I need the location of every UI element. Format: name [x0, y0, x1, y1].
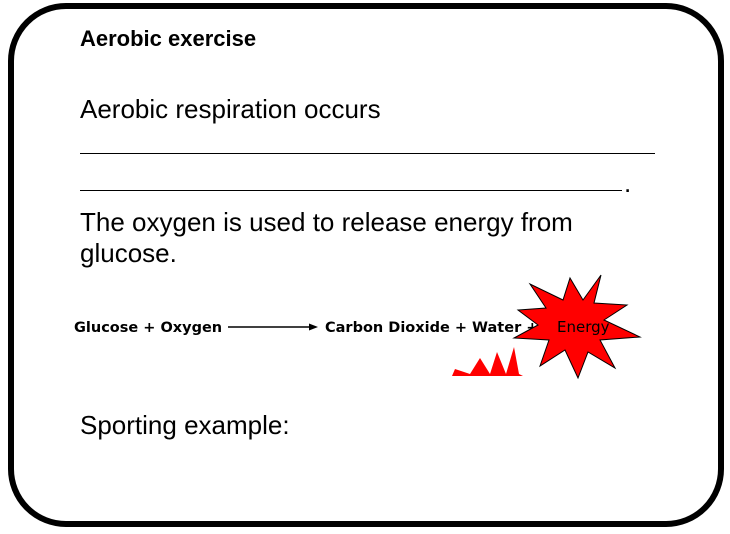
partial-starburst-icon — [452, 347, 523, 376]
respiration-equation: Glucose + Oxygen Carbon Dioxide + Water … — [0, 270, 730, 380]
slide-card — [8, 3, 724, 527]
slide-heading: Aerobic exercise — [80, 26, 257, 51]
energy-starburst-icon — [512, 274, 642, 380]
sporting-example-prompt: Sporting example: — [80, 410, 290, 440]
blank-period: . — [624, 168, 632, 198]
oxygen-text-line-2: glucose. — [80, 238, 177, 268]
equation-reactants: Glucose + Oxygen — [74, 320, 222, 336]
fill-in-blank-line-1 — [80, 153, 655, 154]
reaction-arrow-icon — [228, 323, 318, 331]
energy-label: Energy — [557, 318, 610, 336]
fill-in-blank-line-2 — [80, 190, 622, 191]
aerobic-intro-text: Aerobic respiration occurs — [80, 94, 381, 124]
oxygen-text-line-1: The oxygen is used to release energy fro… — [80, 207, 573, 237]
equation-products: Carbon Dioxide + Water + — [325, 320, 538, 336]
equation-graphic: Glucose + Oxygen Carbon Dioxide + Water … — [74, 274, 642, 380]
